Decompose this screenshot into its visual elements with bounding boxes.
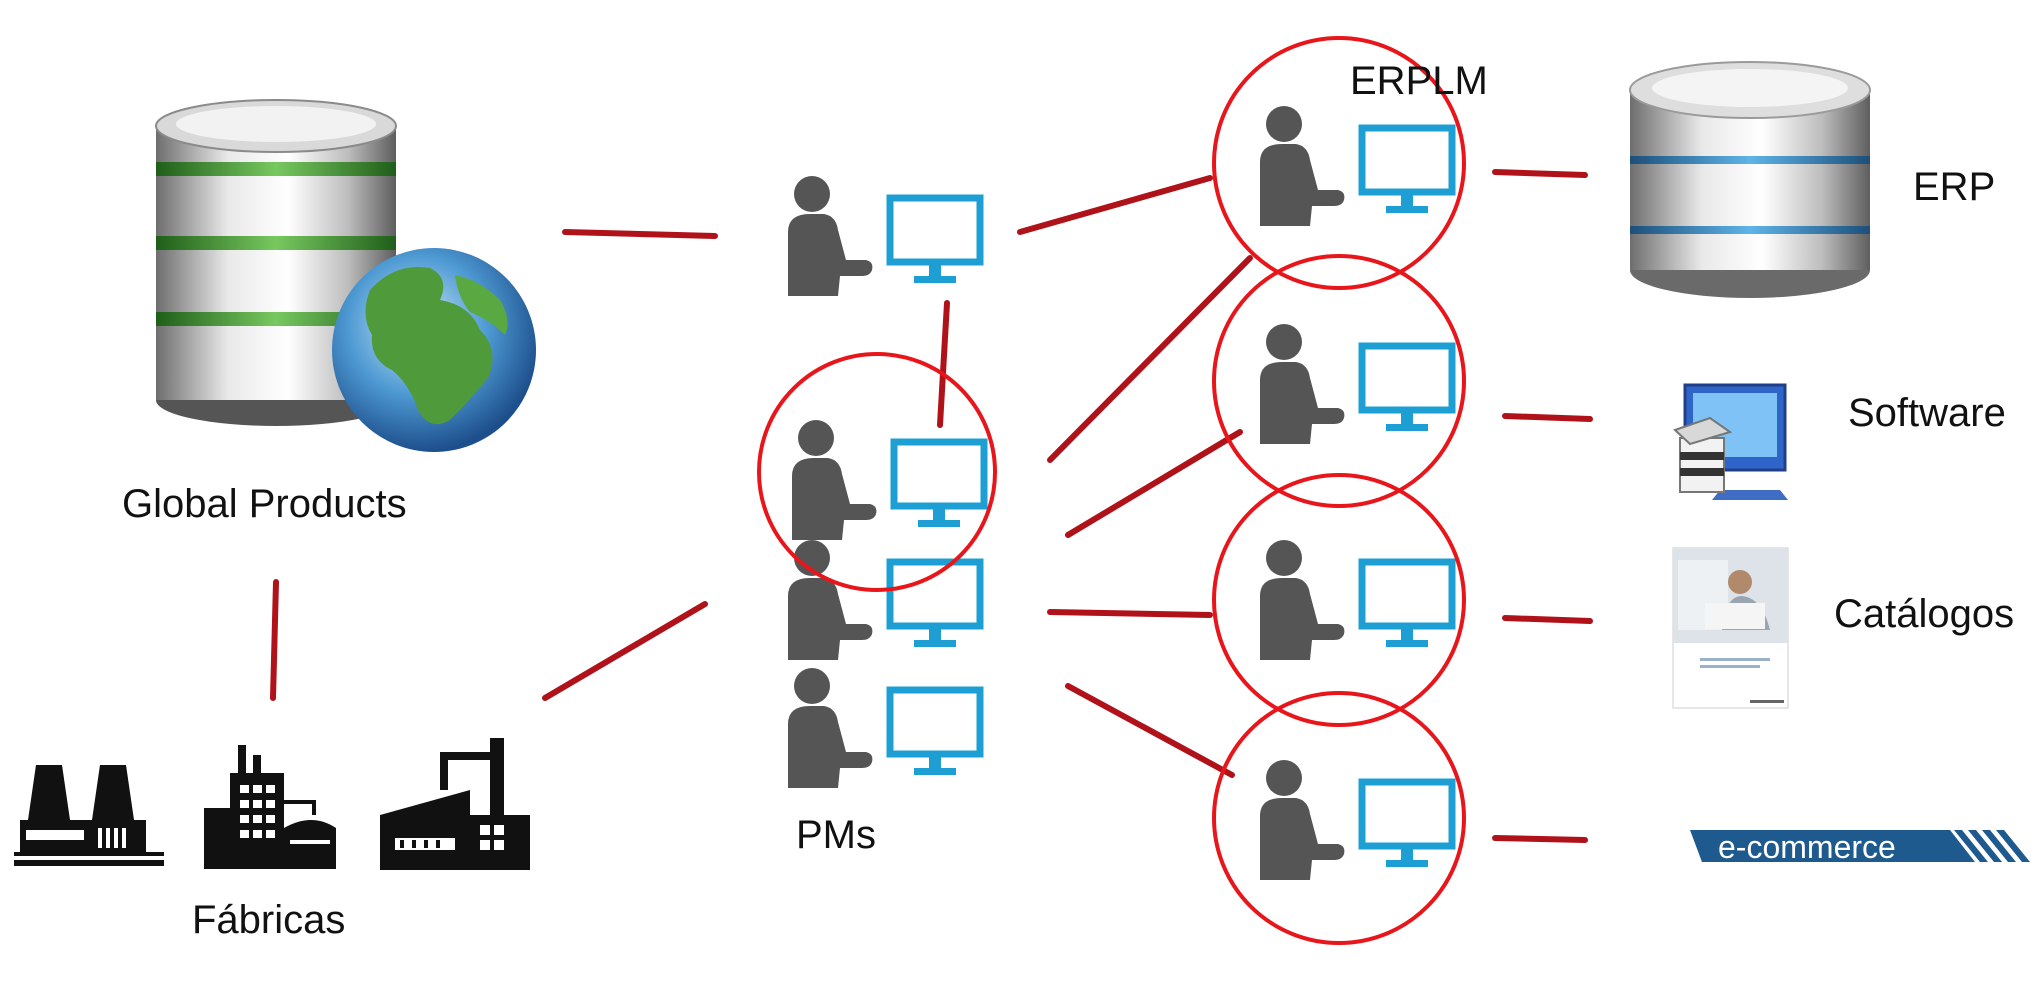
connector-pm-to-erplm2 — [1047, 255, 1253, 463]
user-at-computer-icon — [788, 540, 980, 660]
industrial-plant-icon — [380, 738, 530, 870]
ecommerce-label: e-commerce — [1718, 829, 1896, 865]
connector-user-to-catalogos — [1502, 615, 1593, 624]
user-at-computer-icon — [1260, 324, 1452, 444]
erplm-label: ERPLM — [1350, 59, 1488, 103]
global-products-label: Global Products — [122, 482, 407, 526]
connector-user-to-software — [1502, 413, 1593, 422]
connector-user-to-ecommerce — [1492, 835, 1588, 843]
user-at-computer-icon — [1260, 106, 1452, 226]
factory-building-icon — [204, 745, 336, 869]
connector-erplm-to-erp — [1492, 169, 1588, 178]
connector-global-to-fabricas — [270, 579, 279, 701]
power-plant-icon — [14, 765, 164, 866]
user-at-computer-icon — [792, 420, 984, 540]
erp-label: ERP — [1913, 165, 1995, 209]
database-icon — [1629, 61, 1871, 298]
connector-pm-vertical — [937, 300, 950, 428]
connector-global-to-pm — [562, 229, 718, 239]
highlight-circle-pm — [757, 352, 997, 592]
user-at-computer-icon — [1260, 760, 1452, 880]
highlight-circle-ecommerce-user — [1212, 691, 1466, 945]
software-install-icon — [1673, 383, 1788, 500]
catalogos-label: Catálogos — [1834, 592, 2014, 636]
user-at-computer-icon — [788, 668, 980, 788]
ecommerce-banner: e-commerce — [1690, 829, 2030, 865]
connector-pm-to-erplm — [1017, 175, 1213, 235]
connector-pm-to-ecommerce-user — [1065, 683, 1235, 778]
database-globe-icon — [155, 99, 536, 452]
highlight-circle-erplm — [1212, 36, 1466, 290]
highlight-circle-catalog-user — [1212, 473, 1466, 727]
user-at-computer-icon — [788, 176, 980, 296]
connector-fabricas-to-pm — [542, 601, 708, 701]
user-at-computer-icon — [1260, 540, 1452, 660]
connectors — [270, 169, 1593, 843]
highlight-circle-software-user — [1212, 254, 1466, 508]
pms-label: PMs — [796, 813, 876, 857]
connector-pm-to-software-user — [1065, 429, 1243, 538]
software-label: Software — [1848, 391, 2006, 435]
connector-pm-to-catalog-user — [1047, 609, 1213, 618]
catalog-cover-icon — [1672, 547, 1789, 709]
fabricas-label: Fábricas — [192, 898, 345, 942]
